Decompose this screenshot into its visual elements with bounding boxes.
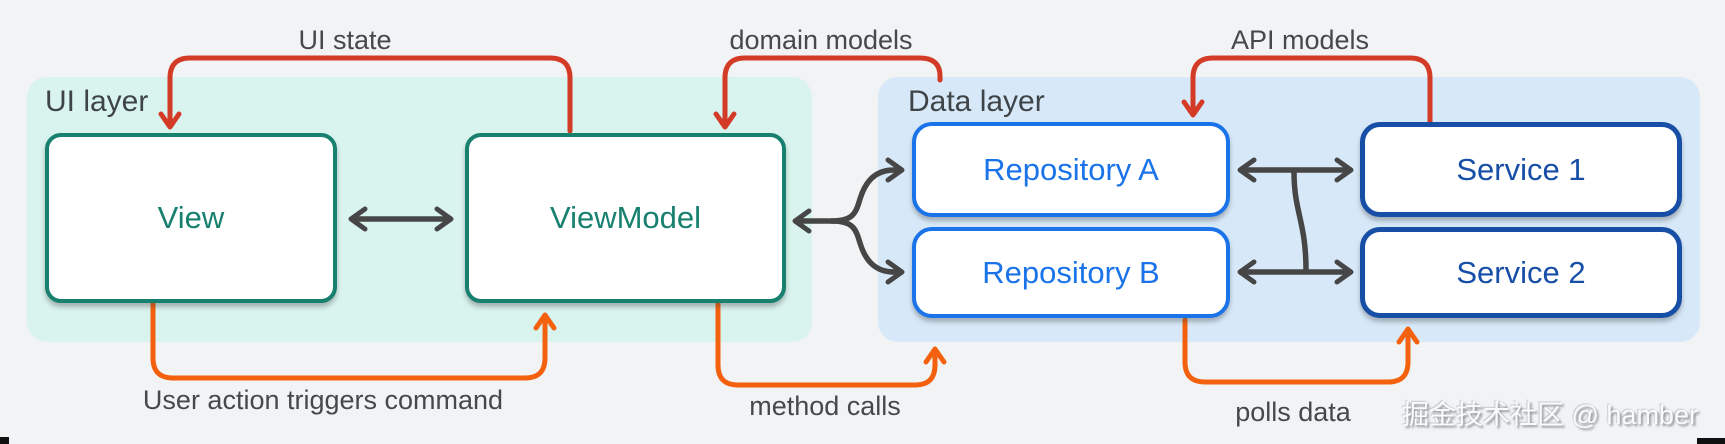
artifact-bottom-right [1697, 438, 1725, 444]
domain-models-arrow-label: domain models [729, 25, 913, 55]
node-repository-a: Repository A [912, 122, 1230, 217]
node-viewmodel-label: ViewModel [549, 200, 702, 235]
node-service-1: Service 1 [1360, 122, 1682, 217]
node-repository-b: Repository B [912, 227, 1230, 318]
data-layer-label: Data layer [908, 85, 1045, 118]
user-action-arrow-label: User action triggers command [142, 385, 504, 415]
node-service-2-label: Service 2 [1456, 254, 1586, 290]
node-repository-a-label: Repository A [983, 151, 1159, 187]
api-models-arrow-label: API models [1230, 25, 1370, 55]
node-service-1-label: Service 1 [1456, 151, 1586, 187]
watermark: 掘金技术社区 @ hamber [1402, 400, 1698, 430]
node-service-2: Service 2 [1360, 227, 1682, 318]
node-view-label: View [157, 200, 225, 235]
node-view: View [45, 133, 337, 303]
method-calls-arrow-label: method calls [749, 391, 901, 421]
node-repository-b-label: Repository B [982, 254, 1160, 290]
polls-data-arrow-label: polls data [1235, 397, 1351, 427]
ui-layer-label: UI layer [45, 85, 149, 118]
node-viewmodel: ViewModel [465, 133, 786, 303]
artifact-bottom-left [0, 437, 9, 444]
ui-state-arrow-label: UI state [298, 25, 392, 55]
